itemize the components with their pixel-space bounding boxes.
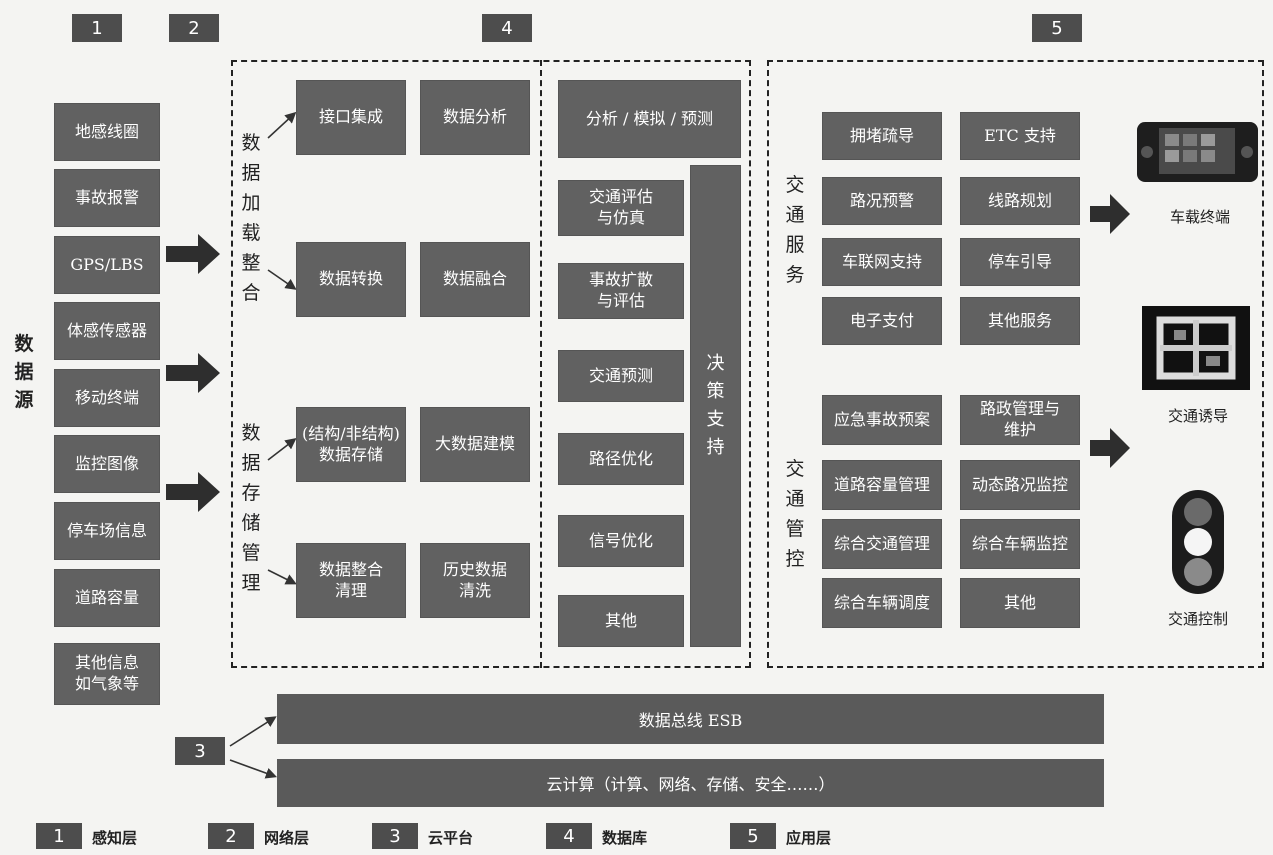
control-box: 综合车辆调度 [822,578,942,628]
process-box: 数据分析 [420,80,530,155]
cloud-computing-bar: 云计算（计算、网络、存储、安全……） [277,759,1104,807]
process-box: (结构/非结构) 数据存储 [296,407,406,482]
legend-badge: 2 [208,823,254,849]
control-box: 综合交通管理 [822,519,942,569]
process-box: 数据整合 清理 [296,543,406,618]
traffic-service-label: 交通 服务 [782,170,808,290]
decision-support-box: 决策 支持 [690,165,741,647]
traffic-guide-label: 交通诱导 [1138,405,1258,426]
traffic-light-icon [1168,488,1228,596]
database-divider [540,60,542,668]
big-arrow [166,472,220,512]
legend-badge: 5 [730,823,776,849]
process-box: 大数据建模 [420,407,530,482]
control-box: 应急事故预案 [822,395,942,445]
big-arrow [166,234,220,274]
traffic-control-label: 交通 管控 [782,454,808,574]
analysis-box: 其他 [558,595,684,647]
legend-label: 感知层 [92,827,137,848]
legend-label: 数据库 [602,827,647,848]
legend-label: 应用层 [786,827,831,848]
control-box: 其他 [960,578,1080,628]
legend-badge: 1 [36,823,82,849]
data-storage-label: 数据存 储管理 [238,418,264,598]
connector-arrow [230,760,274,776]
analysis-box: 交通预测 [558,350,684,402]
process-box: 接口集成 [296,80,406,155]
analysis-header-box: 分析 / 模拟 / 预测 [558,80,741,158]
legend-label: 网络层 [264,827,309,848]
service-box: 车联网支持 [822,238,942,286]
service-box: 线路规划 [960,177,1080,225]
analysis-box: 路径优化 [558,433,684,485]
service-box: 电子支付 [822,297,942,345]
analysis-box: 交通评估 与仿真 [558,180,684,236]
control-box: 道路容量管理 [822,460,942,510]
process-box: 历史数据 清洗 [420,543,530,618]
big-arrow [166,353,220,393]
process-box: 数据转换 [296,242,406,317]
data-bus-esb-bar: 数据总线 ESB [277,694,1104,744]
vehicle-terminal-label: 车载终端 [1140,206,1260,227]
service-box: 路况预警 [822,177,942,225]
legend-label: 云平台 [428,827,473,848]
legend-badge: 3 [372,823,418,849]
service-box: 其他服务 [960,297,1080,345]
traffic-control-terminal-label: 交通控制 [1138,608,1258,629]
legend-badge: 4 [546,823,592,849]
traffic-guide-icon [1142,306,1250,390]
layer-badge-3: 3 [175,737,225,765]
analysis-box: 事故扩散 与评估 [558,263,684,319]
vehicle-terminal-icon [1135,118,1260,186]
connector-arrow [230,718,274,746]
service-box: 停车引导 [960,238,1080,286]
control-box: 路政管理与 维护 [960,395,1080,445]
process-box: 数据融合 [420,242,530,317]
data-load-label: 数据加 载整合 [238,128,264,308]
control-box: 动态路况监控 [960,460,1080,510]
analysis-box: 信号优化 [558,515,684,567]
service-box: ETC 支持 [960,112,1080,160]
service-box: 拥堵疏导 [822,112,942,160]
control-box: 综合车辆监控 [960,519,1080,569]
